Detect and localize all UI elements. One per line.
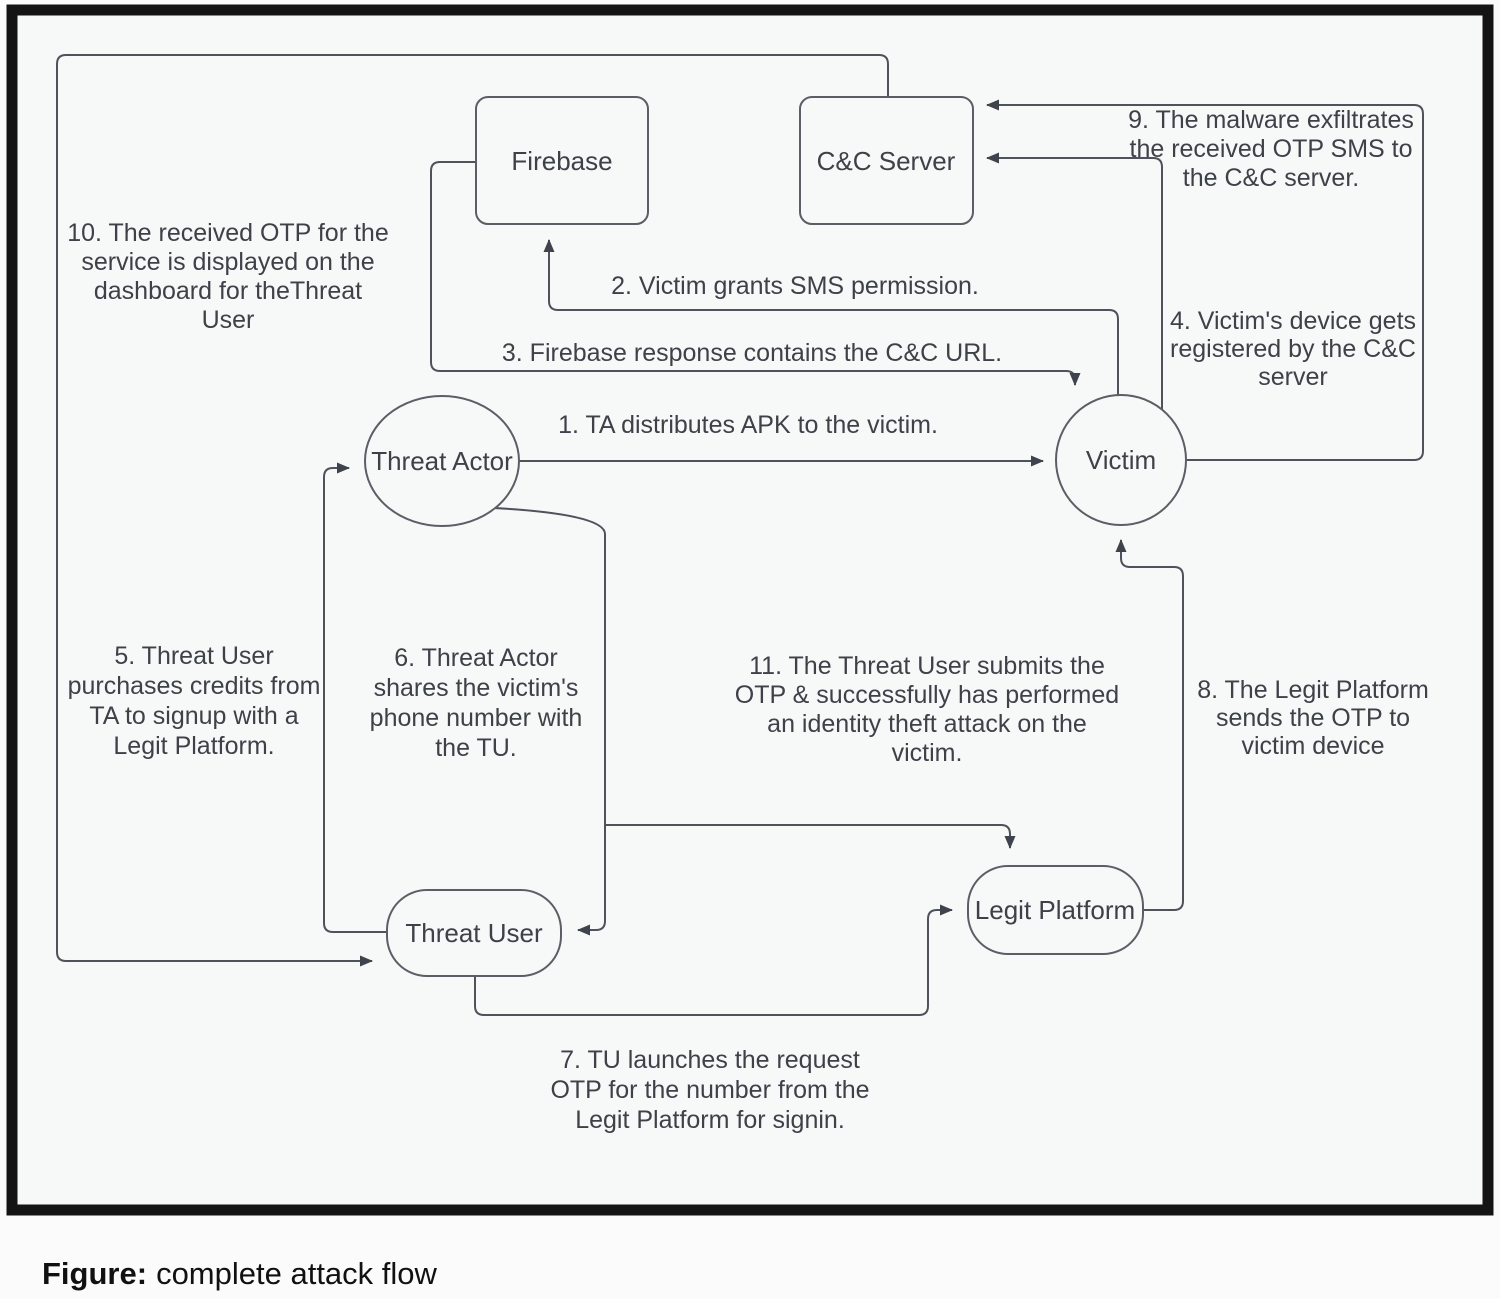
edge-step9-victim-to-ccserver <box>986 152 1163 410</box>
figure-caption-prefix: Figure: <box>42 1256 147 1291</box>
step-6-line-1: shares the victim's <box>374 674 579 702</box>
step-8-line-0: 8. The Legit Platform <box>1197 676 1429 704</box>
step-9-line-1: the received OTP SMS to <box>1130 135 1413 163</box>
edges <box>56 54 1424 1016</box>
edge-step3-firebase-to-victim <box>430 161 1081 386</box>
edge-step7-threatuser-to-legitplatform <box>474 904 953 1016</box>
step-6-line-3: the TU. <box>435 734 517 762</box>
node-cc-server <box>799 96 974 225</box>
step-9-line-2: the C&C server. <box>1183 164 1359 192</box>
node-firebase <box>475 96 649 225</box>
node-victim <box>1055 394 1187 526</box>
step-10-line-3: User <box>202 306 255 334</box>
step-11-line-1: OTP & successfully has performed <box>735 681 1119 709</box>
step-11-line-0: 11. The Threat User submits the <box>749 652 1105 680</box>
edge-step11-threatuser-to-legitplatform <box>605 824 1016 849</box>
step-10-line-2: dashboard for theThreat <box>94 277 362 305</box>
edge-step2-victim-to-firebase <box>543 239 1119 396</box>
step-labels: 10. The received OTP for the service is … <box>67 106 1429 1134</box>
figure-caption: Figure: complete attack flow <box>42 1256 438 1291</box>
edge-step8-legitplatform-to-victim <box>1115 539 1184 911</box>
step-6-line-0: 6. Threat Actor <box>394 644 558 672</box>
step-5-line-2: TA to signup with a <box>89 702 298 730</box>
edge-step4-victim-to-ccserver <box>986 99 1424 461</box>
edge-step10-ccserver-to-threatuser <box>56 54 889 967</box>
step-1-line-0: 1. TA distributes APK to the victim. <box>558 411 938 439</box>
step-7-line-0: 7. TU launches the request <box>560 1046 860 1074</box>
step-10-line-0: 10. The received OTP for the <box>67 219 388 247</box>
step-5-line-3: Legit Platform. <box>113 732 274 760</box>
node-threat-user-label: Threat User <box>405 918 543 948</box>
figure-caption-text: complete attack flow <box>156 1256 437 1291</box>
node-cc-server-label: C&C Server <box>817 146 956 176</box>
edge-step6-threatactor-to-threatuser <box>493 507 606 936</box>
step-4-line-1: registered by the C&C <box>1170 335 1416 363</box>
step-6-line-2: phone number with <box>370 704 583 732</box>
node-legit-platform <box>967 865 1144 955</box>
step-5-line-1: purchases credits from <box>68 672 321 700</box>
step-5-line-0: 5. Threat User <box>114 642 273 670</box>
step-9-line-0: 9. The malware exfiltrates <box>1128 106 1414 134</box>
node-threat-user <box>386 889 562 977</box>
nodes: Firebase C&C Server Threat Actor Victim … <box>364 96 1187 977</box>
step-4-line-2: server <box>1258 363 1327 391</box>
step-11-line-2: an identity theft attack on the <box>767 710 1087 738</box>
figure-border-frame <box>6 4 1494 1216</box>
step-11-line-3: victim. <box>892 739 963 767</box>
step-7-line-1: OTP for the number from the <box>550 1076 869 1104</box>
node-victim-label: Victim <box>1086 445 1156 475</box>
step-10-line-1: service is displayed on the <box>81 248 374 276</box>
step-8-line-1: sends the OTP to <box>1216 704 1410 732</box>
step-4-line-0: 4. Victim's device gets <box>1170 307 1416 335</box>
step-2-line-0: 2. Victim grants SMS permission. <box>611 272 979 300</box>
node-firebase-label: Firebase <box>511 146 612 176</box>
step-7-line-2: Legit Platform for signin. <box>575 1106 845 1134</box>
node-threat-actor <box>364 395 520 527</box>
step-3-line-0: 3. Firebase response contains the C&C UR… <box>502 339 1002 367</box>
node-threat-actor-label: Threat Actor <box>371 446 513 476</box>
step-8-line-2: victim device <box>1241 732 1384 760</box>
node-legit-platform-label: Legit Platform <box>975 895 1135 925</box>
edge-step5-threatuser-to-threatactor <box>323 462 387 933</box>
